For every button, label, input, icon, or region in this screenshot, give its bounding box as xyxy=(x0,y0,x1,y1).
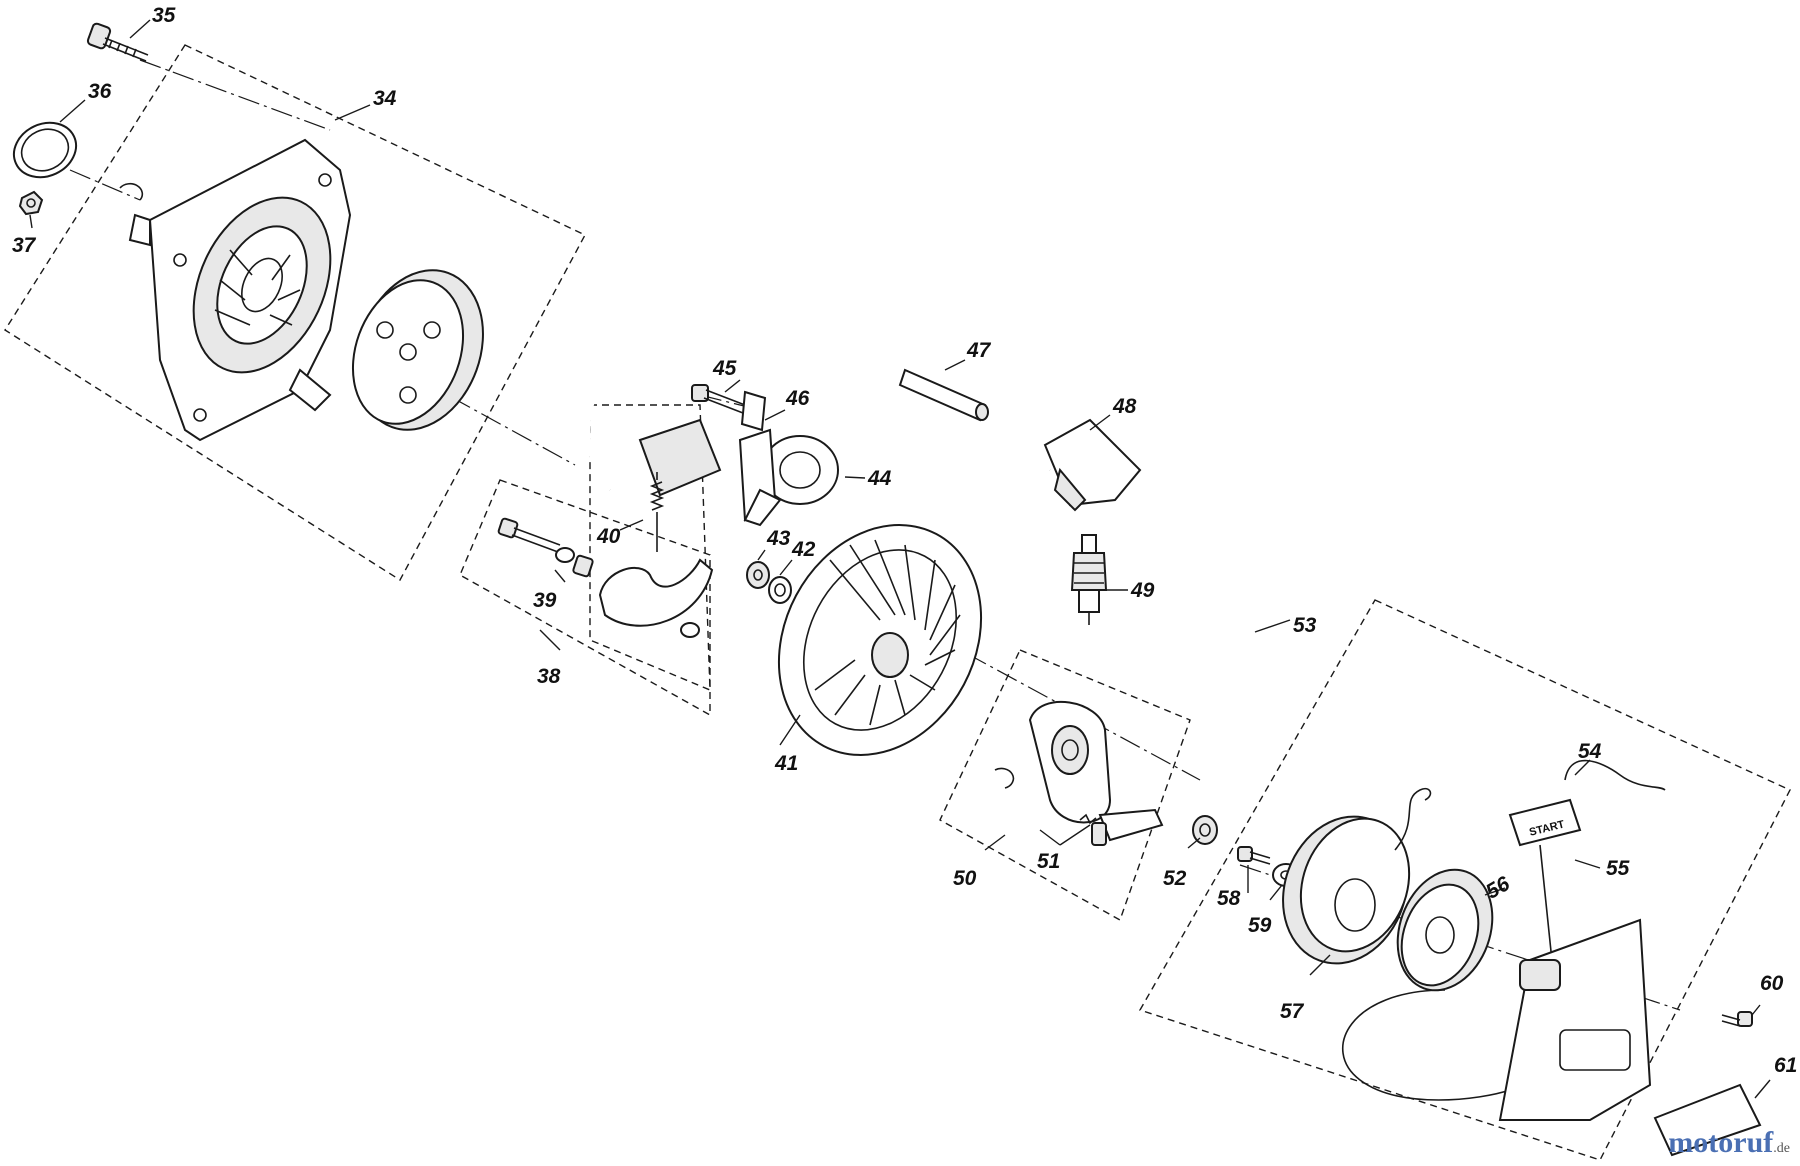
part-labels: 34 35 36 37 38 39 40 41 42 43 44 45 46 4… xyxy=(12,4,1797,1077)
watermark-logo: motoruf.de xyxy=(1668,1126,1790,1160)
label-48: 48 xyxy=(1112,395,1137,418)
label-50: 50 xyxy=(953,867,977,890)
part-clutch-38 xyxy=(497,517,714,638)
part-plug-boot-48 xyxy=(1043,418,1142,512)
part-spark-plug-49 xyxy=(1070,534,1108,625)
center-line-a xyxy=(139,59,331,131)
label-51: 51 xyxy=(1037,850,1060,873)
label-49: 49 xyxy=(1130,579,1155,602)
label-37: 37 xyxy=(12,234,37,257)
part-tube-47 xyxy=(898,368,989,422)
part-clamp-36 xyxy=(12,121,78,179)
label-53: 53 xyxy=(1293,614,1317,637)
part-nut-37 xyxy=(18,190,44,216)
label-47: 47 xyxy=(966,339,992,362)
part-washer-52 xyxy=(1192,815,1218,845)
label-38: 38 xyxy=(537,665,561,688)
label-40: 40 xyxy=(596,525,621,548)
group-box-38 xyxy=(459,479,711,717)
part-housing-34 xyxy=(128,138,352,442)
watermark-tld: .de xyxy=(1773,1141,1790,1156)
label-43: 43 xyxy=(766,527,791,550)
label-45: 45 xyxy=(712,357,737,380)
part-clutch-drum xyxy=(351,269,484,431)
part-washer-43 xyxy=(746,561,770,589)
leader-lines xyxy=(29,19,1771,1099)
group-box-50 xyxy=(939,649,1191,922)
part-bracket-46 xyxy=(740,390,767,432)
label-60: 60 xyxy=(1760,972,1784,995)
center-line-b xyxy=(69,169,141,201)
part-start-handle-55: START xyxy=(1508,798,1582,847)
part-recoil-spring-56 xyxy=(1396,868,1494,992)
label-46: 46 xyxy=(785,387,810,410)
label-61: 61 xyxy=(1774,1054,1797,1077)
label-34: 34 xyxy=(373,87,397,110)
circlip xyxy=(119,182,144,201)
label-57: 57 xyxy=(1280,1000,1305,1023)
part-screw-35 xyxy=(86,22,149,62)
label-36: 36 xyxy=(88,80,112,103)
part-ignition-coil-44 xyxy=(585,326,1052,527)
label-44: 44 xyxy=(867,467,892,490)
label-35: 35 xyxy=(152,4,176,27)
label-54: 54 xyxy=(1578,740,1602,763)
label-59: 59 xyxy=(1248,914,1272,937)
label-52: 52 xyxy=(1163,867,1187,890)
part-flywheel-41 xyxy=(777,524,983,756)
part-washer-42 xyxy=(768,576,792,604)
part-screw-60 xyxy=(1721,1011,1753,1027)
part-screw-45 xyxy=(691,384,746,414)
part-pawl-51 xyxy=(994,767,1164,846)
group-box-53 xyxy=(1138,599,1791,1161)
watermark-brand: motoruf xyxy=(1668,1126,1774,1159)
label-39: 39 xyxy=(533,589,557,612)
part-screw-58 xyxy=(1237,846,1271,865)
part-pulley-57 xyxy=(1282,787,1432,965)
label-42: 42 xyxy=(791,538,816,561)
part-starter-cup-50 xyxy=(1028,700,1112,824)
part-label-61 xyxy=(1653,1083,1762,1157)
label-58: 58 xyxy=(1217,887,1241,910)
part-starter-housing xyxy=(1498,918,1652,1121)
label-55: 55 xyxy=(1606,857,1630,880)
part-spring-40 xyxy=(649,472,665,552)
label-41: 41 xyxy=(774,752,798,775)
group-box-34 xyxy=(4,44,586,581)
